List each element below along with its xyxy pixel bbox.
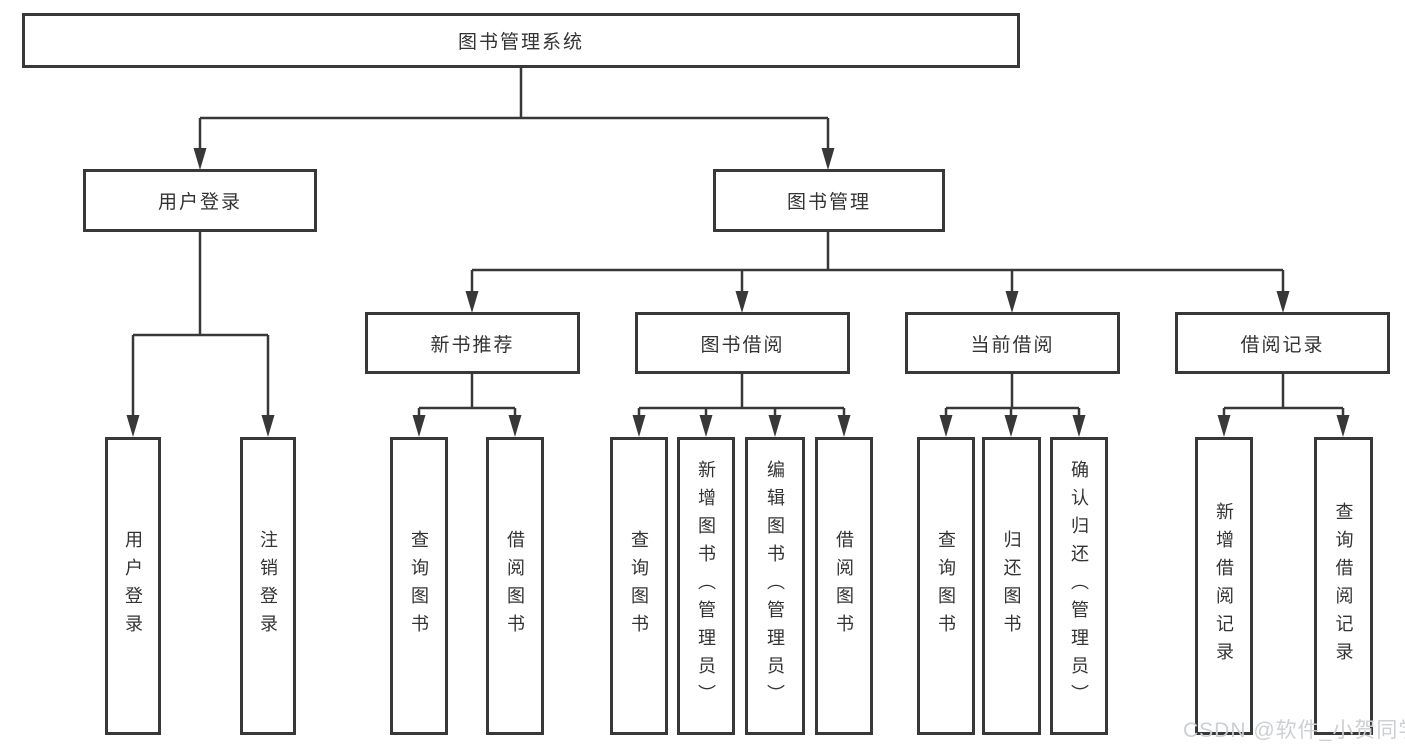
- node-label: 当前借阅: [970, 334, 1055, 356]
- csdn-watermark: CSDN @软件_小贺同学: [1183, 719, 1405, 742]
- node-new-book-recommend: 新书推荐: [365, 312, 580, 374]
- node-label: 查询借阅记录: [1333, 502, 1354, 670]
- leaf-borrow-borrow-books: 借阅图书: [815, 437, 873, 735]
- leaf-user-login: 用户登录: [105, 437, 161, 735]
- node-label: 借阅记录: [1240, 334, 1325, 356]
- leaf-borrow-query-books: 查询图书: [610, 437, 668, 735]
- node-label: 查询图书: [409, 530, 429, 642]
- connector-borrow-record-children: [1217, 373, 1350, 437]
- node-label: 新增图书（管理员）: [696, 460, 716, 712]
- connector-root-to-level2: [193, 68, 835, 170]
- node-root-system: 图书管理系统: [22, 13, 1020, 68]
- node-label: 确认归还（管理员）: [1069, 460, 1089, 712]
- node-borrow-record: 借阅记录: [1175, 312, 1390, 374]
- leaf-current-query-books: 查询图书: [917, 437, 975, 735]
- node-book-management: 图书管理: [713, 169, 945, 232]
- node-label: 查询图书: [629, 530, 649, 642]
- node-label: 新书推荐: [430, 334, 515, 356]
- node-label: 用户登录: [123, 530, 143, 642]
- leaf-borrow-add-books-admin: 新增图书（管理员）: [677, 437, 735, 735]
- node-label: 新增借阅记录: [1214, 502, 1234, 670]
- leaf-logout: 注销登录: [240, 437, 296, 735]
- leaf-record-add-borrow-record: 新增借阅记录: [1195, 437, 1253, 735]
- node-label: 图书借阅: [700, 334, 785, 356]
- node-current-borrow: 当前借阅: [905, 312, 1120, 374]
- node-label: 编辑图书（管理员）: [765, 460, 785, 712]
- connector-current-borrow-children: [939, 373, 1086, 437]
- node-label: 借阅图书: [834, 530, 854, 642]
- node-user-login-module: 用户登录: [83, 169, 317, 232]
- node-label: 注销登录: [258, 530, 278, 642]
- node-label: 用户登录: [157, 192, 242, 213]
- node-label: 借阅图书: [505, 530, 525, 642]
- node-label: 图书管理: [786, 192, 871, 213]
- leaf-current-confirm-return-admin: 确认归还（管理员）: [1050, 437, 1108, 735]
- leaf-recommend-borrow-books: 借阅图书: [486, 437, 544, 735]
- connector-book-management-to-level3: [465, 232, 1290, 313]
- leaf-recommend-query-books: 查询图书: [390, 437, 448, 735]
- connector-book-borrow-children: [632, 373, 851, 437]
- connector-user-login-children: [126, 232, 275, 437]
- leaf-current-return-books: 归还图书: [982, 437, 1041, 735]
- node-book-borrow: 图书借阅: [635, 312, 850, 374]
- node-label: 图书管理系统: [457, 32, 584, 53]
- leaf-record-query-borrow-record: 查询借阅记录: [1314, 437, 1373, 735]
- connector-new-book-recommend-children: [412, 373, 522, 437]
- node-label: 查询图书: [936, 530, 956, 642]
- node-label: 归还图书: [1001, 530, 1022, 642]
- leaf-borrow-edit-books-admin: 编辑图书（管理员）: [745, 437, 805, 735]
